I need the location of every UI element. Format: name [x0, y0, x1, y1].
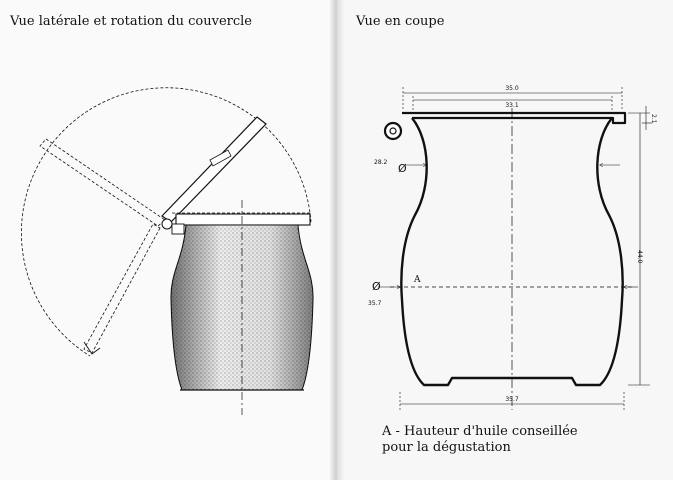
lid-latch — [209, 149, 232, 167]
note-line-1: A - Hauteur d'huile conseillée — [382, 424, 578, 439]
rotation-arrow-tip — [83, 341, 101, 355]
oil-level-note: A - Hauteur d'huile conseillée pour la d… — [382, 424, 578, 456]
dim-top-outer: 35.0 — [505, 85, 519, 92]
lid-rotation-arc — [21, 87, 312, 357]
dim-belly-diameter: 35.7 — [368, 300, 382, 307]
lid-position-open — [39, 138, 166, 227]
dim-lid-thickness: 2.1 — [650, 114, 657, 124]
side-view-title: Vue latérale et rotation du couvercle — [10, 14, 252, 29]
diameter-symbol-belly: Ø — [372, 280, 381, 293]
hinge-icon — [161, 218, 173, 230]
lid-raised — [161, 116, 267, 223]
dim-base-width: 35.7 — [505, 396, 519, 403]
hinge-clip — [171, 223, 185, 235]
book-gutter — [330, 0, 344, 480]
note-line-2: pour la dégustation — [382, 440, 511, 455]
jar-rim — [175, 213, 311, 226]
side-view-drawing — [21, 87, 314, 415]
dim-neck-diameter: 28.2 — [374, 159, 388, 166]
section-view-drawing — [378, 87, 652, 410]
section-view-title: Vue en coupe — [356, 14, 445, 29]
lid-section — [402, 111, 627, 125]
dim-top-inner: 33.1 — [505, 102, 519, 109]
lid-position-rotated — [83, 223, 161, 354]
oil-level-marker-a: A — [413, 275, 421, 285]
diameter-symbol-neck: Ø — [398, 162, 407, 175]
dim-height: 44.0 — [636, 250, 643, 264]
